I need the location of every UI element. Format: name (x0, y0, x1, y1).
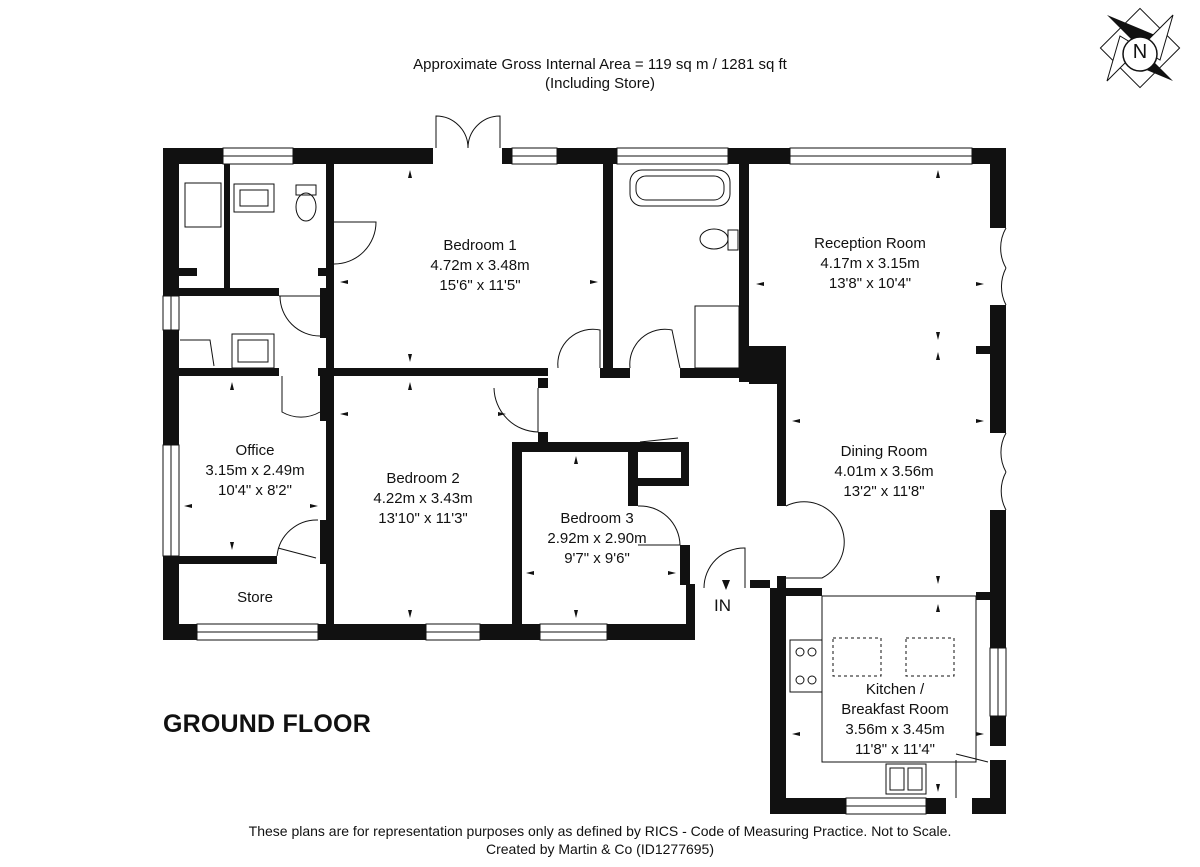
room-name: Dining Room (840, 443, 928, 460)
entrance-label: IN (714, 596, 731, 615)
room-name: Store (237, 589, 273, 606)
room-kitchen: Kitchen / Breakfast Room 3.56m x 3.45m 1… (810, 680, 980, 760)
room-bedroom-2: Bedroom 2 4.22m x 3.43m 13'10" x 11'3" (338, 469, 508, 529)
credit-text: Created by Martin & Co (ID1277695) (486, 841, 714, 857)
room-name: Office (235, 442, 275, 459)
room-metric: 3.56m x 3.45m (845, 721, 945, 738)
room-name: Bedroom 1 (443, 237, 517, 254)
disclaimer-footer: These plans are for representation purpo… (0, 822, 1200, 858)
room-metric: 3.15m x 2.49m (205, 462, 305, 479)
disclaimer-text: These plans are for representation purpo… (248, 823, 952, 839)
walls (163, 148, 1006, 814)
room-name-line2: Breakfast Room (841, 701, 949, 718)
fixtures (184, 169, 977, 795)
room-store: Store (205, 588, 305, 608)
area-header: Approximate Gross Internal Area = 119 sq… (0, 55, 1200, 93)
room-name: Reception Room (814, 235, 926, 252)
room-name: Bedroom 2 (386, 470, 460, 487)
room-bedroom-1: Bedroom 1 4.72m x 3.48m 15'6" x 11'5" (380, 236, 580, 296)
room-name: Bedroom 3 (560, 510, 634, 527)
doors (180, 115, 1007, 798)
room-metric: 4.17m x 3.15m (820, 255, 920, 272)
dimension-arrows (184, 170, 984, 792)
room-imperial: 13'10" x 11'3" (378, 510, 468, 527)
compass-label: N (1132, 41, 1148, 63)
room-office: Office 3.15m x 2.49m 10'4" x 8'2" (180, 441, 330, 501)
north-compass-icon (1099, 7, 1181, 89)
room-imperial: 13'8" x 10'4" (828, 275, 912, 292)
room-metric: 4.01m x 3.56m (834, 463, 934, 480)
room-bedroom-3: Bedroom 3 2.92m x 2.90m 9'7" x 9'6" (522, 509, 672, 569)
room-metric: 4.22m x 3.43m (373, 490, 473, 507)
room-imperial: 15'6" x 11'5" (439, 277, 521, 294)
room-imperial: 9'7" x 9'6" (564, 550, 630, 567)
room-reception: Reception Room 4.17m x 3.15m 13'8" x 10'… (770, 234, 970, 294)
room-name-line1: Kitchen / (865, 681, 925, 698)
room-imperial: 13'2" x 11'8" (843, 483, 925, 500)
room-dining: Dining Room 4.01m x 3.56m 13'2" x 11'8" (784, 442, 984, 502)
store-note-text: (Including Store) (544, 75, 656, 92)
room-imperial: 11'8" x 11'4" (854, 741, 936, 758)
room-metric: 4.72m x 3.48m (430, 257, 530, 274)
room-metric: 2.92m x 2.90m (547, 530, 647, 547)
room-imperial: 10'4" x 8'2" (218, 482, 292, 499)
gross-area-text: Approximate Gross Internal Area = 119 sq… (413, 56, 787, 73)
windows (162, 147, 1007, 815)
floor-title: GROUND FLOOR (163, 710, 371, 738)
